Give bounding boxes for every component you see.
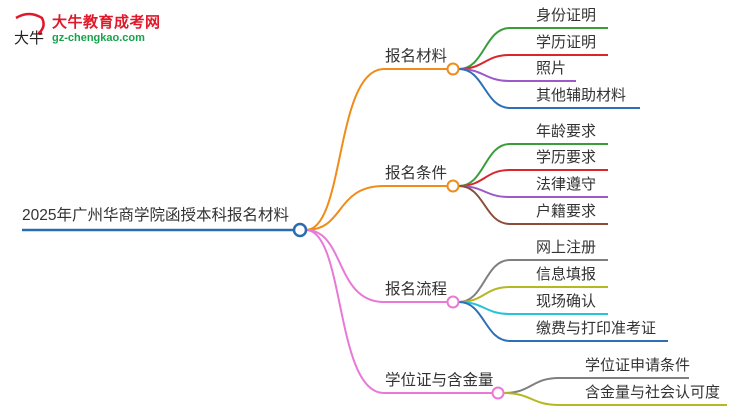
branch-node-label: 报名流程 [385,281,448,298]
watermark-logo: 大牛 大牛教育成考网 gz-chengkao.com [8,8,161,52]
branch-node-dot [446,295,460,309]
root-to-branch-connector [305,185,385,231]
branch-node-dot [491,386,505,400]
leaf-node-label: 身份证明 [536,7,597,24]
branch-node-label: 报名条件 [385,165,448,182]
root-node-dot [292,222,308,238]
site-name: 大牛教育成考网 [52,14,161,31]
branch-node-dot [446,179,460,193]
root-to-branch-connector [305,68,385,231]
branch-node-dot [446,62,460,76]
branch-to-leaf-connector [458,27,608,70]
root-to-branch-connector [305,229,385,394]
leaf-node-label: 其他辅助材料 [536,87,627,104]
leaf-node-label: 信息填报 [536,266,597,283]
bull-logo-icon: 大牛 [14,12,45,47]
leaf-node-label: 学位证申请条件 [585,357,691,374]
svg-text:大牛: 大牛 [14,29,44,47]
branch-to-leaf-connector [458,185,608,225]
branch-node-label: 学位证与含金量 [385,372,494,389]
branch-to-leaf-connector [458,301,668,342]
branch-to-leaf-connector [458,54,608,70]
branch-to-leaf-connector [458,143,608,187]
branch-to-leaf-connector [458,259,608,303]
leaf-node-label: 户籍要求 [536,203,597,220]
site-url: gz-chengkao.com [52,32,145,44]
branch-node-label: 报名材料 [385,48,448,65]
leaf-node-label: 含金量与社会认可度 [585,384,721,401]
leaf-node-label: 学历证明 [536,34,597,51]
leaf-node-label: 学历要求 [536,149,597,166]
branch-to-leaf-connector [458,68,640,109]
leaf-node-label: 年龄要求 [536,123,597,140]
root-to-branch-connector [305,229,385,303]
leaf-node-label: 照片 [536,60,567,77]
leaf-node-label: 缴费与打印准考证 [536,320,657,337]
leaf-node-label: 网上注册 [536,239,597,256]
branch-to-leaf-connector [503,392,727,406]
leaf-node-label: 现场确认 [536,293,597,310]
leaf-node-label: 法律遵守 [536,176,597,193]
root-node-label: 2025年广州华商学院函授本科报名材料 [22,207,289,224]
